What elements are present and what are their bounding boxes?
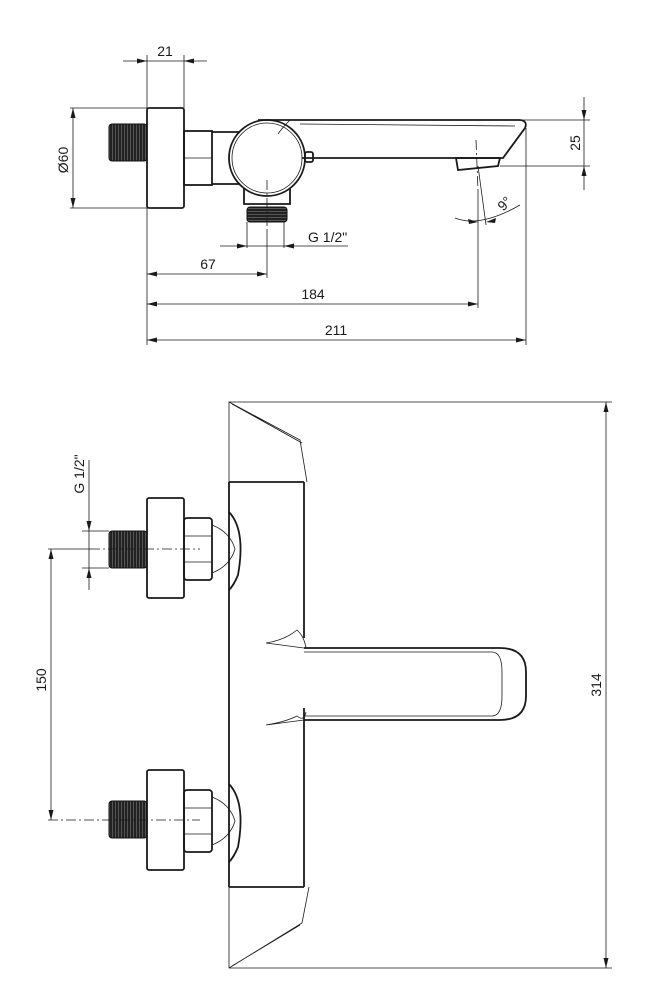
lower-hex-nut xyxy=(183,789,213,853)
dim-inlet-thread: G 1/2" xyxy=(71,454,87,493)
dim-spout-angle: 9° xyxy=(494,193,515,214)
dim-total-width: 314 xyxy=(588,673,604,697)
aerator xyxy=(454,157,502,171)
dim-inlet-spacing: 150 xyxy=(33,668,49,692)
side-view: 21 Ø60 25 9° G 1/2" xyxy=(55,43,590,345)
upper-inlet-thread xyxy=(108,530,148,569)
dim-spout-height: 25 xyxy=(567,135,583,151)
wall-flange xyxy=(146,107,185,209)
dim-outlet-thread: G 1/2" xyxy=(308,229,347,245)
dim-flange-depth: 21 xyxy=(157,43,173,59)
upper-inlet-flange xyxy=(146,497,185,599)
inlet-thread xyxy=(108,123,148,162)
dim-flange-diameter: Ø60 xyxy=(55,147,71,174)
bottom-cap xyxy=(228,886,612,969)
dim-outlet-offset: 67 xyxy=(200,256,216,272)
lower-inlet-thread xyxy=(108,800,148,839)
top-cap xyxy=(228,401,612,483)
front-view: G 1/2" 150 314 xyxy=(33,401,612,969)
front-spout xyxy=(304,647,527,721)
dim-spout-reach: 184 xyxy=(301,286,325,302)
dim-total-depth: 211 xyxy=(325,322,348,338)
